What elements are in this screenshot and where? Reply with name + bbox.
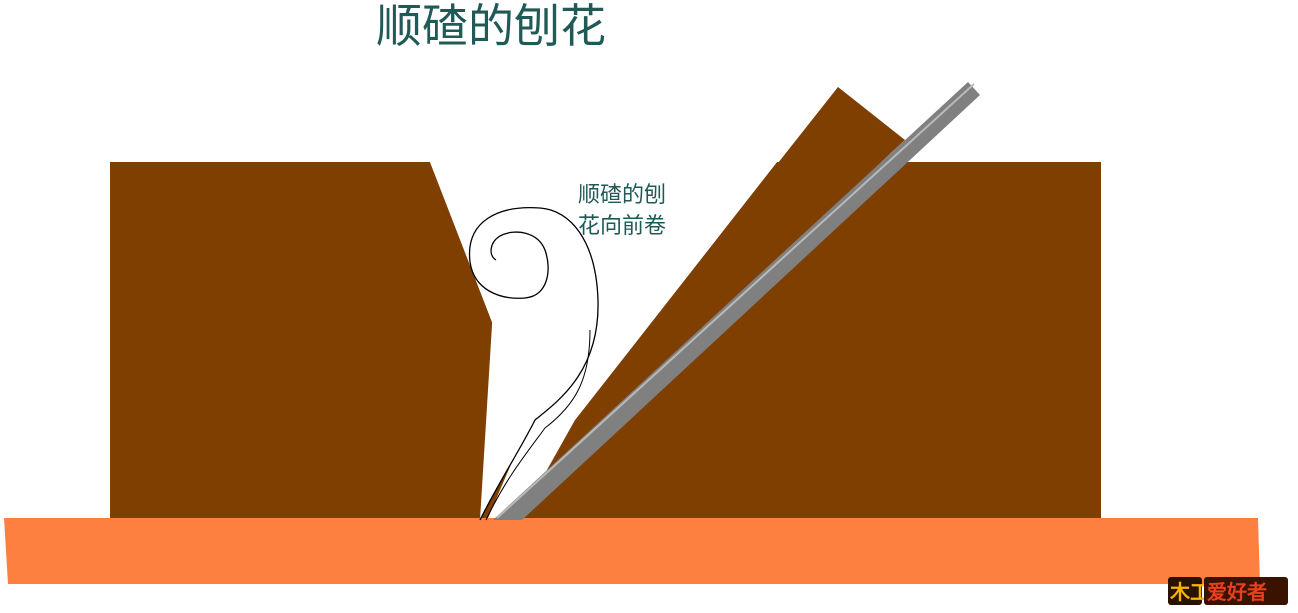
annotation-line-2: 花向前卷: [578, 214, 667, 239]
cap-iron-wedge: [575, 87, 905, 445]
svg-text:木工: 木工: [1169, 580, 1210, 604]
shaving-annotation: 顺碴的刨 花向前卷: [578, 180, 666, 242]
wood-shaving: [468, 206, 599, 521]
svg-text:爱好者: 爱好者: [1207, 580, 1267, 604]
wood-shaving-inner: [485, 329, 591, 521]
diagram-title: 顺碴的刨花: [376, 0, 606, 53]
woodworking-logo: 木工 爱好者: [1168, 577, 1288, 605]
plane-body-front: [110, 162, 530, 518]
blade-edge-highlight: [496, 83, 975, 519]
workpiece-board: [4, 518, 1260, 584]
annotation-line-1: 顺碴的刨: [578, 183, 667, 208]
plane-body-rear: [520, 162, 1101, 518]
